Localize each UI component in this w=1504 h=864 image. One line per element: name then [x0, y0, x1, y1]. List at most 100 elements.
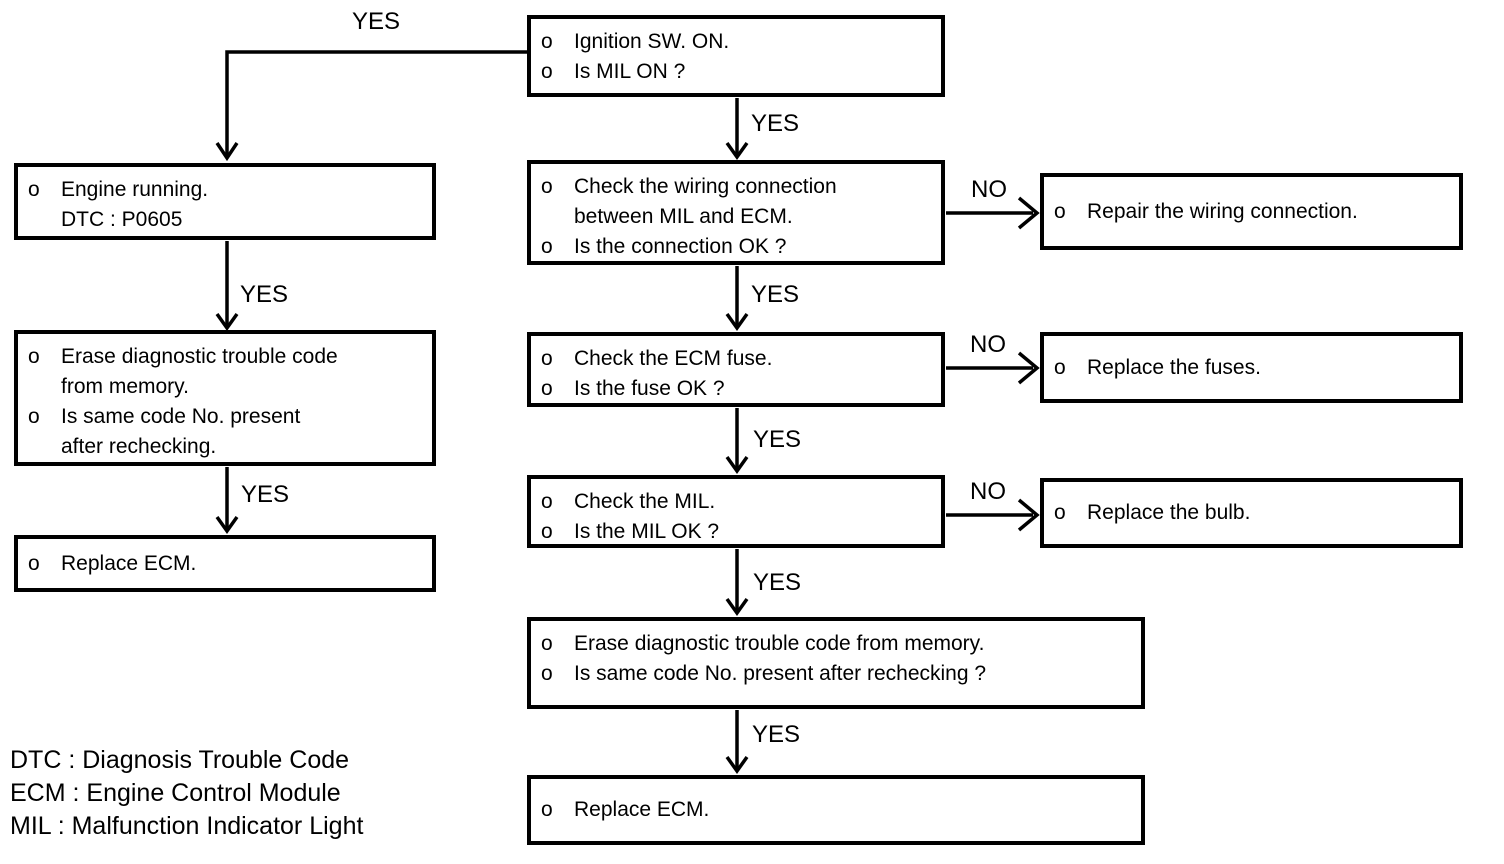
label-yes-to-check-mil: YES: [753, 426, 802, 453]
node-replace-fuses: o Replace the fuses.: [1040, 332, 1463, 403]
node-text: Is MIL ON ?: [574, 60, 686, 83]
legend-line-mil: MIL : Malfunction Indicator Light: [10, 812, 364, 840]
bullet-marker: o: [541, 60, 553, 83]
node-text: Is the connection OK ?: [574, 235, 787, 258]
label-yes-to-erase-main: YES: [753, 569, 802, 596]
node-text: Check the ECM fuse.: [574, 347, 773, 370]
legend: DTC : Diagnosis Trouble Code ECM : Engin…: [10, 744, 363, 843]
bullet-marker: o: [28, 551, 40, 575]
node-text: DTC : P0605: [61, 208, 183, 231]
bullet-marker: o: [541, 798, 553, 821]
node-check-wiring-connection: o Check the wiring connection between MIL …: [527, 160, 945, 265]
node-line: DTC : P0605: [28, 205, 426, 235]
node-erase-dtc-recheck-main: o Erase diagnostic trouble code from memo…: [527, 617, 1145, 709]
bullet-marker: o: [541, 30, 553, 53]
bullet-marker: o: [541, 377, 553, 400]
bullet-marker: o: [1054, 199, 1066, 223]
node-line: from memory.: [28, 372, 426, 402]
node-line: o Engine running.: [28, 175, 426, 205]
connector-yes-check-mil-to-erase-main: [725, 549, 749, 617]
legend-line-ecm: ECM : Engine Control Module: [10, 779, 341, 807]
bullet-marker: o: [541, 662, 553, 685]
node-text: Check the MIL.: [574, 490, 716, 513]
node-text: Is same code No. present: [61, 405, 301, 428]
bullet-marker: o: [28, 345, 40, 368]
node-text: Is same code No. present after recheckin…: [574, 662, 987, 685]
node-line: o Ignition SW. ON.: [541, 27, 935, 57]
node-replace-bulb: o Replace the bulb.: [1040, 478, 1463, 548]
node-text: Is the fuse OK ?: [574, 377, 725, 400]
label-yes-to-check-fuse: YES: [751, 281, 800, 308]
node-text: Erase diagnostic trouble code from memor…: [574, 632, 985, 655]
label-no-to-replace-bulb: NO: [970, 478, 1006, 505]
node-engine-running-dtc: o Engine running. DTC : P0605: [14, 163, 436, 240]
bullet-marker: o: [541, 235, 553, 258]
node-line: o Check the ECM fuse.: [541, 344, 935, 374]
legend-line-dtc: DTC : Diagnosis Trouble Code: [10, 746, 350, 774]
node-text: Replace the fuses.: [1087, 355, 1261, 379]
bullet-marker: o: [541, 347, 553, 370]
node-line: o Erase diagnostic trouble code: [28, 342, 426, 372]
node-text: from memory.: [61, 375, 189, 398]
connector-yes-engine-running-to-erase-left: [215, 241, 239, 332]
node-text: Erase diagnostic trouble code: [61, 345, 338, 368]
connector-no-check-mil-to-replace-bulb: [946, 498, 1040, 532]
bullet-marker: o: [541, 520, 553, 543]
label-no-to-replace-fuses: NO: [970, 331, 1006, 358]
node-line: o Is same code No. present after rechecki…: [541, 659, 1135, 689]
connector-no-check-wiring-to-repair-wiring: [946, 196, 1040, 230]
connector-yes-ignition-to-check-wiring: [725, 98, 749, 161]
bullet-marker: [28, 372, 61, 402]
bullet-marker: [28, 205, 61, 235]
node-text: between MIL and ECM.: [574, 205, 793, 228]
bullet-marker: o: [28, 178, 40, 201]
bullet-marker: o: [541, 175, 553, 198]
node-line: o Erase diagnostic trouble code from memo…: [541, 629, 1135, 659]
node-text: Replace the bulb.: [1087, 501, 1251, 524]
label-yes-to-check-wiring: YES: [751, 110, 800, 137]
connector-yes-erase-main-to-replace-ecm-main: [725, 710, 749, 775]
node-text: Engine running.: [61, 178, 209, 201]
node-replace-ecm-left: o Replace ECM.: [14, 535, 436, 592]
node-line: o Check the wiring connection: [541, 172, 935, 202]
node-text: Replace ECM.: [61, 551, 197, 575]
bullet-marker: [28, 432, 61, 462]
label-yes-to-erase-left: YES: [240, 281, 289, 308]
node-text: after rechecking.: [61, 435, 217, 458]
node-line: o Replace ECM.: [28, 549, 426, 579]
node-ignition-mil-check: o Ignition SW. ON. o Is MIL ON ?: [527, 15, 945, 97]
bullet-marker: o: [1054, 501, 1066, 524]
label-yes-top-branch: YES: [352, 8, 401, 35]
node-check-ecm-fuse: o Check the ECM fuse. o Is the fuse OK ?: [527, 332, 945, 407]
node-line: o Is the connection OK ?: [541, 232, 935, 262]
bullet-marker: o: [541, 632, 553, 655]
bullet-marker: o: [1054, 355, 1066, 379]
node-text: Repair the wiring connection.: [1087, 199, 1358, 223]
label-yes-to-replace-ecm-left: YES: [241, 481, 290, 508]
node-line: o Replace the fuses.: [1054, 353, 1453, 383]
node-text: Ignition SW. ON.: [574, 30, 730, 53]
node-line: o Check the MIL.: [541, 487, 935, 517]
connector-yes-check-wiring-to-check-fuse: [725, 266, 749, 332]
connector-no-check-fuse-to-replace-fuses: [946, 351, 1040, 385]
connector-yes-check-fuse-to-check-mil: [725, 408, 749, 475]
node-erase-dtc-recheck-left: o Erase diagnostic trouble code from memor…: [14, 330, 436, 466]
connector-yes-erase-left-to-replace-ecm-left: [215, 467, 239, 535]
node-line: o Repair the wiring connection.: [1054, 197, 1453, 227]
bullet-marker: o: [541, 490, 553, 513]
node-line: o Replace the bulb.: [1054, 498, 1453, 528]
node-text: Check the wiring connection: [574, 175, 837, 198]
label-no-to-repair-wiring: NO: [971, 176, 1007, 203]
connector-yes-ignition-to-engine-running: [215, 50, 527, 162]
bullet-marker: [541, 202, 574, 232]
node-line: o Is MIL ON ?: [541, 57, 935, 87]
node-line: between MIL and ECM.: [541, 202, 935, 232]
label-yes-to-replace-ecm-main: YES: [752, 721, 801, 748]
